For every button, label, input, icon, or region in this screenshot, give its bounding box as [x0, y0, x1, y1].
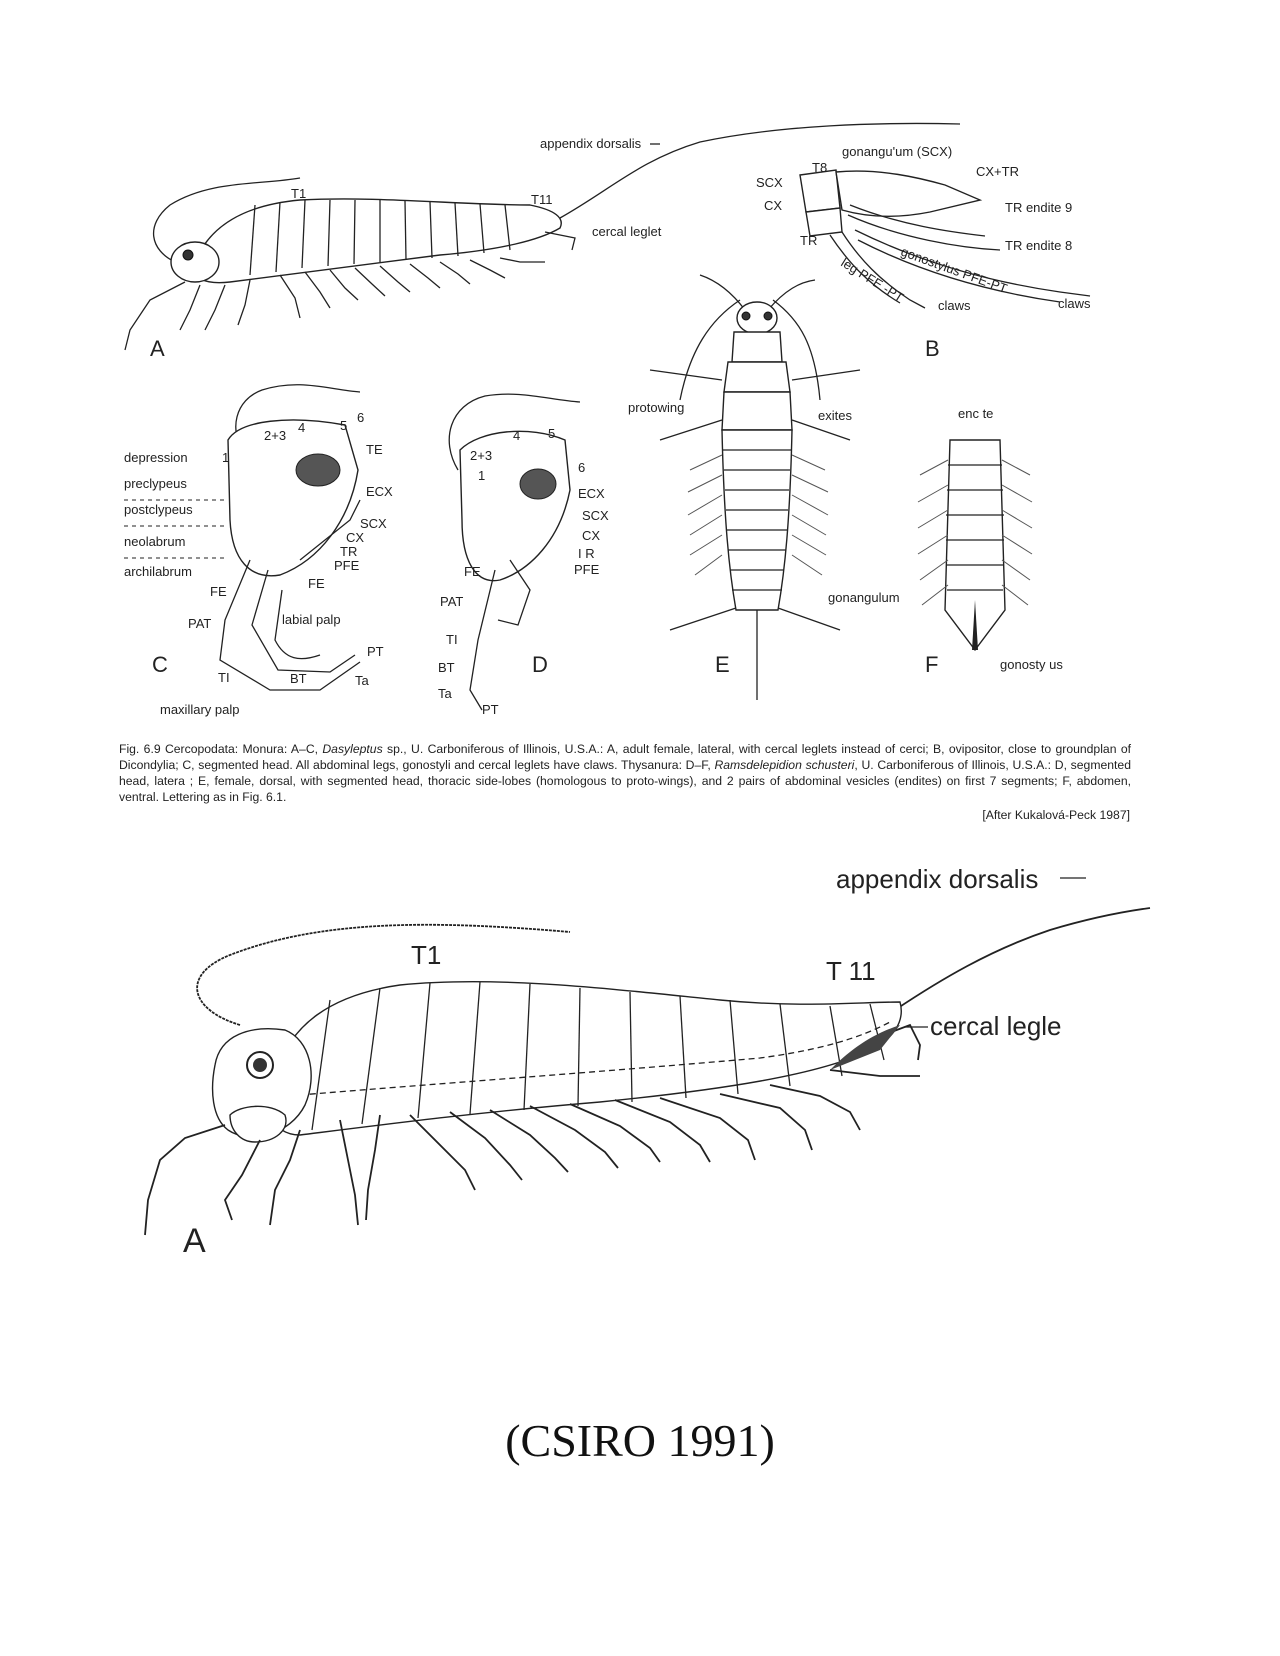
panel-a-appendix-label: appendix dorsalis — [540, 136, 642, 151]
panel-d-n6: 6 — [578, 460, 585, 475]
panel-d-fe: FE — [464, 564, 481, 579]
panel-c-n23: 2+3 — [264, 428, 286, 443]
panel-a-cercal-label: cercal leglet — [592, 224, 662, 239]
panel-d-scx: SCX — [582, 508, 609, 523]
panel-d-pfe: PFE — [574, 562, 600, 577]
panel-c-drawing — [219, 384, 361, 691]
panel-c-tr: TR — [340, 544, 357, 559]
caption-part3: , U. Carboniferous of Illinois, U.S.A.: … — [119, 758, 1131, 804]
panel-c-pat: PAT — [188, 616, 211, 631]
caption-part2: sp., U. Carboniferous of Illinois, U.S.A… — [119, 742, 1131, 772]
caption-genus: Dasyleptus — [322, 742, 383, 756]
panel-c-postclypeus: postclypeus — [124, 502, 193, 517]
enlarged-t1-label: T1 — [411, 940, 441, 970]
panel-b-t8-label: T8 — [812, 160, 827, 175]
panel-c-neolabrum: neolabrum — [124, 534, 185, 549]
panel-f-letter: F — [925, 652, 938, 677]
panel-e-drawing — [649, 274, 861, 700]
enlarged-t11-label: T 11 — [826, 956, 876, 986]
panel-b-letter: B — [925, 336, 940, 361]
panel-b-drawing — [799, 169, 1091, 309]
panel-b-cx-label: CX — [764, 198, 782, 213]
panel-d-n5: 5 — [548, 426, 555, 441]
panel-d-ecx: ECX — [578, 486, 605, 501]
panel-e-protowing-label: protowing — [628, 400, 684, 415]
panel-b-scx-label: SCX — [756, 175, 783, 190]
panel-a-t11-label: T11 — [531, 192, 552, 207]
figure-credit: [After Kukalová-Peck 1987] — [982, 808, 1130, 822]
enlarged-panel-letter: A — [183, 1222, 206, 1260]
source-citation: (CSIRO 1991) — [505, 1415, 775, 1466]
panel-f-endite-label: enc te — [958, 406, 993, 421]
panel-c-n4: 4 — [298, 420, 305, 435]
panel-c-archilabrum: archilabrum — [124, 564, 192, 579]
panel-c-n5: 5 — [340, 418, 347, 433]
panel-f-gonangulum-label: gonangulum — [828, 590, 900, 605]
enlarged-cercal-label: cercal legle — [930, 1011, 1062, 1041]
panel-c-maxillary: maxillary palp — [160, 702, 239, 717]
panel-d-letter: D — [532, 652, 548, 677]
panel-c-cx: CX — [346, 530, 364, 545]
panel-c-pfe: PFE — [334, 558, 360, 573]
panel-b-tr-label: TR — [800, 233, 817, 248]
caption-species: Ramsdelepidion schusteri — [714, 758, 855, 772]
panel-b-cxtr-label: CX+TR — [976, 164, 1019, 179]
panel-c-n1: 1 — [222, 450, 229, 465]
panel-c-labial: labial palp — [282, 612, 341, 627]
panel-f-gonostylus-label: gonosty us — [1000, 657, 1063, 672]
figure-caption: Fig. 6.9 Cercopodata: Monura: A–C, Dasyl… — [119, 741, 1131, 805]
panel-d-pt: PT — [482, 702, 499, 717]
panel-b-leg-label: leg PFE -PT — [838, 255, 906, 305]
caption-part1: Fig. 6.9 Cercopodata: Monura: A–C, — [119, 742, 323, 756]
panel-b-endite8-label: TR endite 8 — [1005, 238, 1072, 253]
panel-a-t1-label: T1 — [291, 186, 306, 201]
panel-a-letter: A — [150, 336, 165, 361]
panel-c-fe2: FE — [308, 576, 325, 591]
panel-d-ta: Ta — [438, 686, 453, 701]
panel-b-gonostylus-label: gonostylus PFE-PT — [899, 244, 1009, 296]
panel-d-n23: 2+3 — [470, 448, 492, 463]
top-figure-plate: A appendix dorsalis T1 T11 cercal leglet… — [124, 122, 1091, 717]
panel-c-pt: PT — [367, 644, 384, 659]
panel-e-exites-label: exites — [818, 408, 852, 423]
panel-c-fe1: FE — [210, 584, 227, 599]
panel-f-drawing — [917, 439, 1033, 652]
panel-c-preclypeus: preclypeus — [124, 476, 187, 491]
panel-b-endite9-label: TR endite 9 — [1005, 200, 1072, 215]
panel-a-drawing — [124, 122, 961, 351]
enlarged-drawing — [144, 907, 1151, 1236]
panel-d-pat: PAT — [440, 594, 463, 609]
enlarged-appendix-label: appendix dorsalis — [836, 864, 1038, 894]
panel-c-te: TE — [366, 442, 383, 457]
panel-b-claws2-label: claws — [1058, 296, 1091, 311]
panel-d-ti: TI — [446, 632, 458, 647]
panel-d-drawing — [448, 393, 581, 711]
panel-c-bt: BT — [290, 671, 307, 686]
panel-b-claws1-label: claws — [938, 298, 971, 313]
panel-e-letter: E — [715, 652, 730, 677]
panel-b-gonangulum-label: gonangu'um (SCX) — [842, 144, 952, 159]
panel-d-tr: I R — [578, 546, 595, 561]
panel-c-letter: C — [152, 652, 168, 677]
panel-c-scx: SCX — [360, 516, 387, 531]
panel-c-n6: 6 — [357, 410, 364, 425]
panel-c-ta: Ta — [355, 673, 370, 688]
panel-c-ti: TI — [218, 670, 230, 685]
panel-c-depression: depression — [124, 450, 188, 465]
panel-d-bt: BT — [438, 660, 455, 675]
panel-d-cx: CX — [582, 528, 600, 543]
panel-d-n4: 4 — [513, 428, 520, 443]
panel-c-ecx: ECX — [366, 484, 393, 499]
bottom-figure-enlarged: A appendix dorsalis T1 T 11 cercal legle — [144, 864, 1151, 1260]
panel-d-n1: 1 — [478, 468, 485, 483]
